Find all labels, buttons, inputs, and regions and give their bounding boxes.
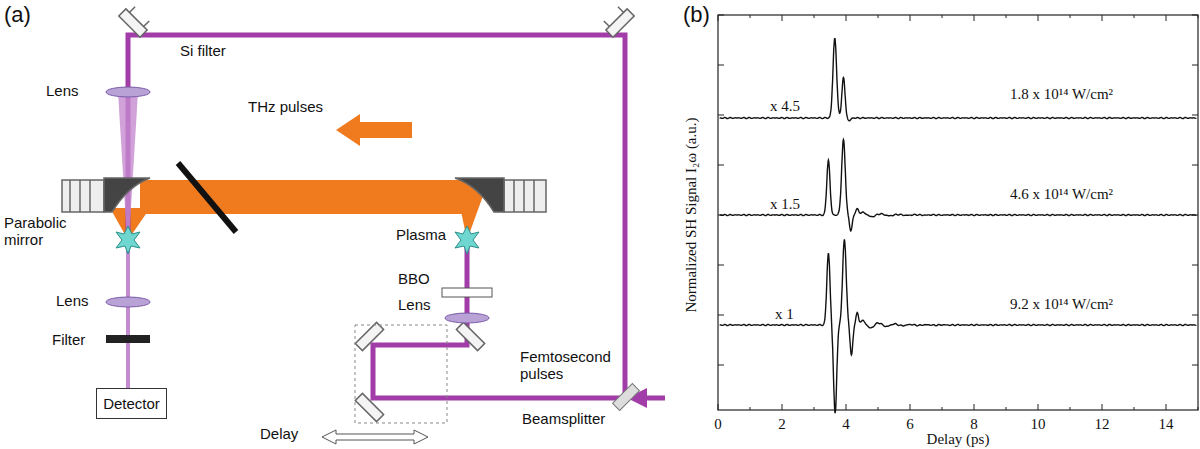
signal-trace	[720, 240, 1197, 414]
detector-box: Detector	[96, 388, 167, 419]
label: Lens	[46, 82, 79, 99]
label: Lens	[56, 292, 89, 309]
label: x 1.5	[770, 196, 800, 213]
label: Si filter	[180, 42, 226, 59]
label: 9.2 x 10¹⁴ W/cm²	[1010, 296, 1113, 313]
label: Delay	[260, 425, 298, 442]
axis-label: 10	[1031, 416, 1046, 433]
label: (a)	[4, 2, 31, 27]
signal-trace	[720, 38, 1197, 121]
label: x 4.5	[770, 98, 800, 115]
label: BBO	[398, 270, 430, 287]
label: Parabolic mirror	[4, 214, 94, 249]
label: Plasma	[396, 226, 446, 243]
label: Lens	[398, 296, 431, 313]
axis-label: 0	[714, 416, 722, 433]
axis-label: 2	[778, 416, 786, 433]
axis-label: 6	[906, 416, 914, 433]
label: 4.6 x 10¹⁴ W/cm²	[1010, 186, 1113, 203]
axis-label: 12	[1095, 416, 1110, 433]
label: THz pulses	[248, 98, 323, 115]
label: (b)	[683, 2, 710, 27]
signal-trace	[720, 140, 1197, 231]
label: Beamsplitter	[522, 410, 605, 427]
label: 1.8 x 10¹⁴ W/cm²	[1010, 86, 1113, 103]
label: Filter	[52, 331, 85, 348]
label: Femtosecond pulses	[520, 348, 616, 383]
axis-label: 8	[970, 416, 978, 433]
axis-label: 14	[1159, 416, 1174, 433]
label: x 1	[775, 306, 794, 323]
box-label: Detector	[97, 395, 166, 412]
axis-label: 4	[842, 416, 850, 433]
axis-title: Normalized SH Signal I₂ω (a.u.)	[683, 117, 700, 312]
axis-label: Delay (ps)	[927, 431, 990, 448]
